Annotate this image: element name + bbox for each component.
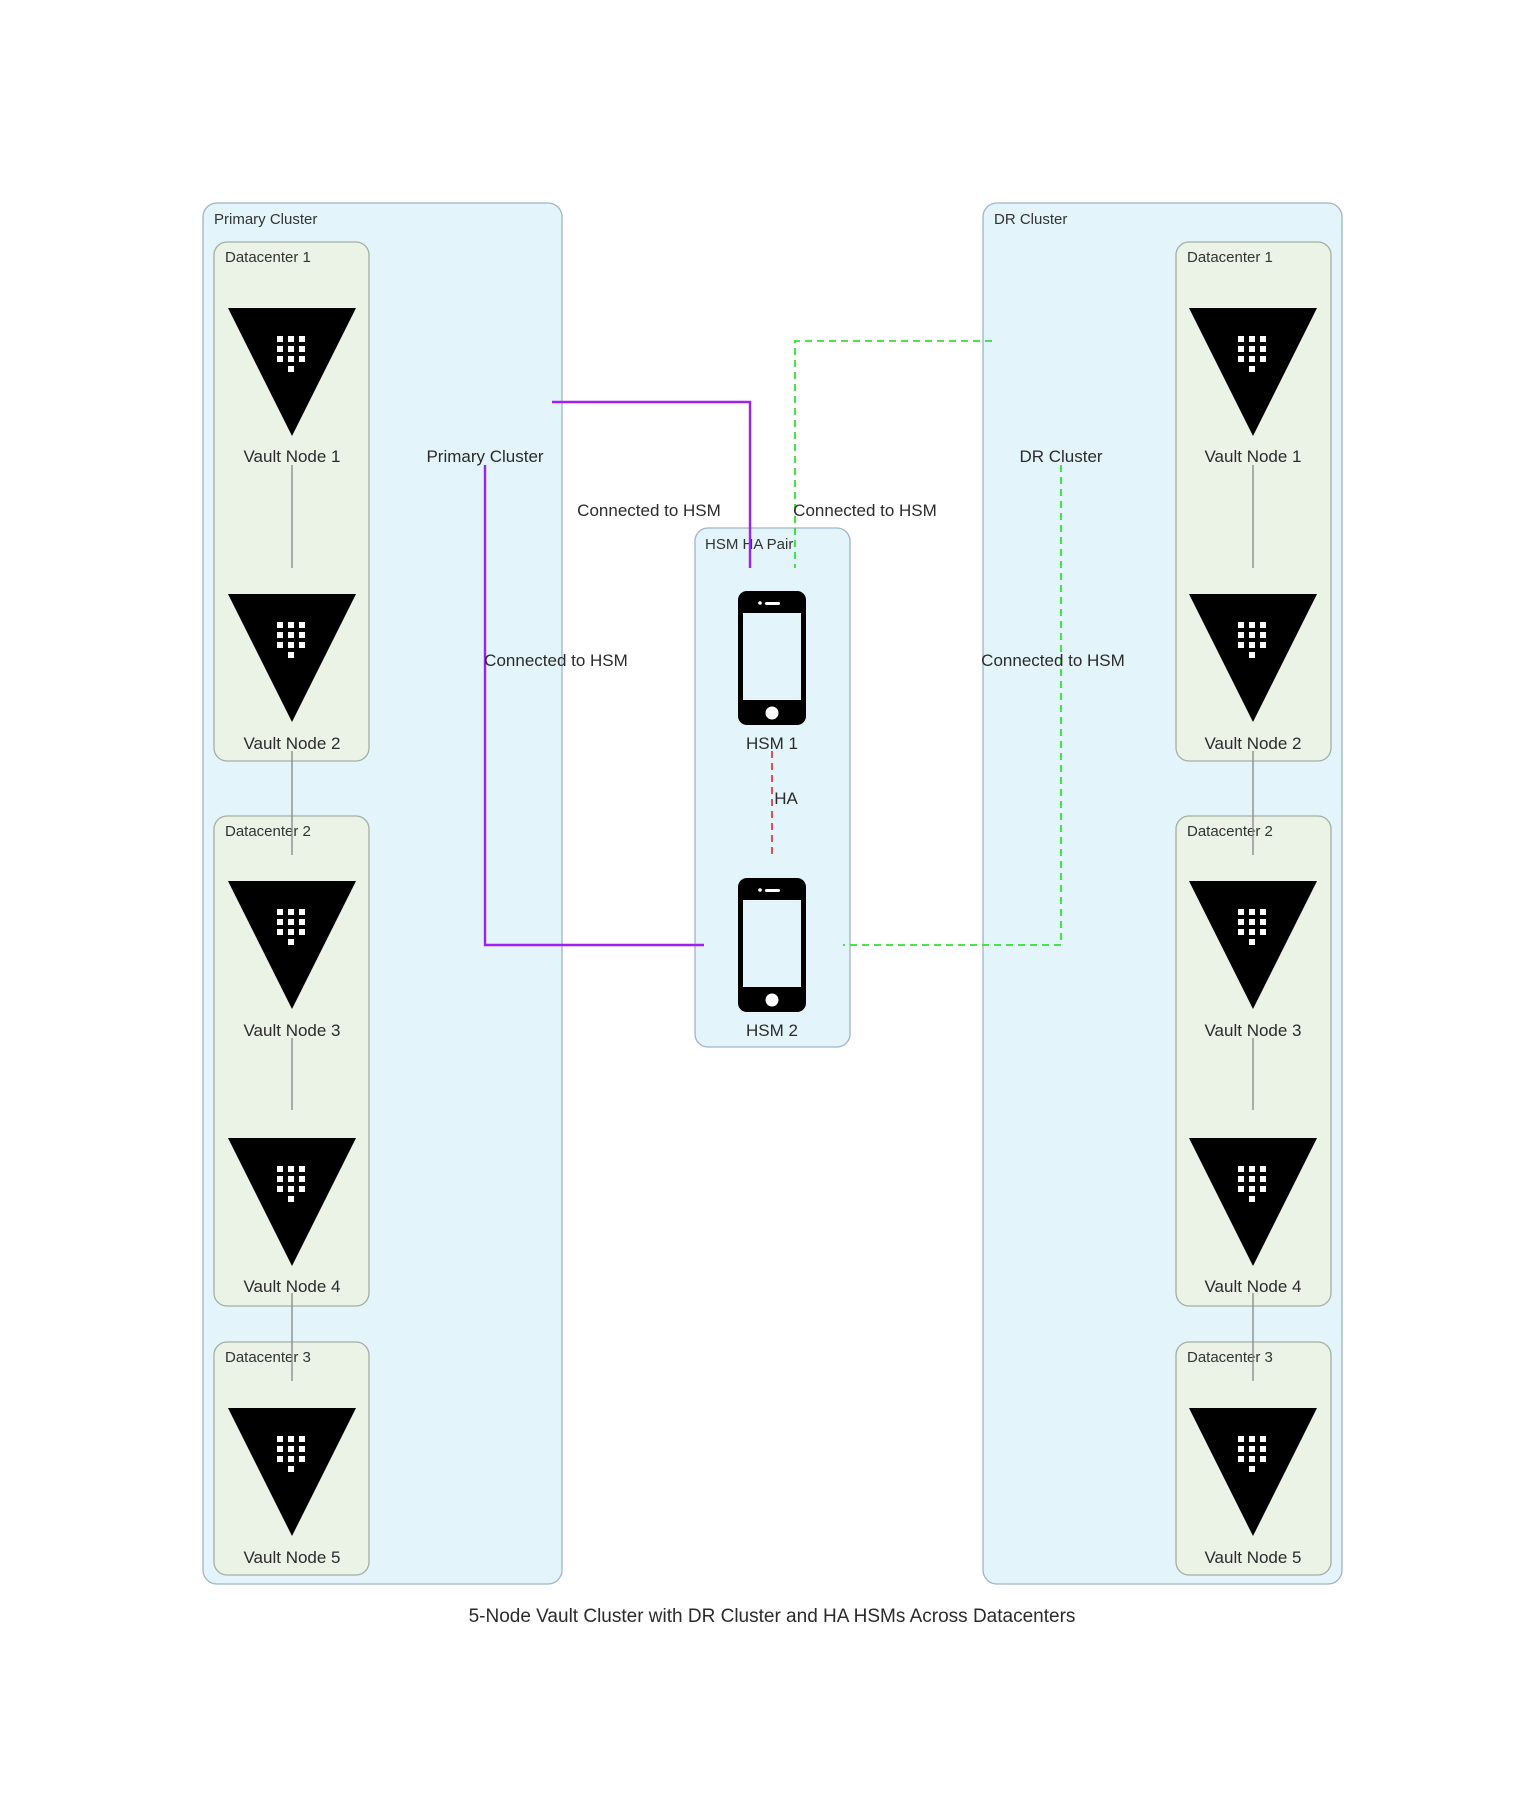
dr-datacenter-1-label: Datacenter 1 [1187, 249, 1273, 266]
hsm-connection-links [483, 340, 1062, 947]
dr-cluster-node-label[interactable]: DR Cluster [1019, 447, 1102, 466]
dr-vault-node-4[interactable]: Vault Node 4 [1189, 1138, 1317, 1296]
dr-vault-node-4-label: Vault Node 4 [1204, 1277, 1301, 1296]
hsm-node-2-label: HSM 2 [746, 1021, 798, 1040]
dr-vault-node-2-label: Vault Node 2 [1204, 734, 1301, 753]
primary-vault-node-4-label: Vault Node 4 [243, 1277, 340, 1296]
dr-hsm1-link [794, 340, 992, 568]
primary-datacenter-1-label: Datacenter 1 [225, 249, 311, 266]
primary-vault-node-2-label: Vault Node 2 [243, 734, 340, 753]
primary-vault-nodes: Vault Node 1 Vault Node 2 Vault Node 3 V… [228, 308, 356, 1567]
primary-hsm2-link [483, 465, 704, 947]
primary-cluster-title: Primary Cluster [214, 211, 317, 228]
primary-hsm1-link [552, 400, 752, 568]
diagram-caption: 5-Node Vault Cluster with DR Cluster and… [469, 1606, 1076, 1627]
primary-vault-node-2[interactable]: Vault Node 2 [228, 594, 356, 753]
dr-vault-nodes: Vault Node 1 Vault Node 2 Vault Node 3 V… [1189, 308, 1317, 1567]
dr-vault-node-1[interactable]: Vault Node 1 [1189, 308, 1317, 466]
dr-vault-node-5[interactable]: Vault Node 5 [1189, 1408, 1317, 1567]
primary-vault-node-5[interactable]: Vault Node 5 [228, 1408, 356, 1567]
primary-datacenter-2-label: Datacenter 2 [225, 823, 311, 840]
edge-labels: Connected to HSM Connected to HSM Connec… [484, 501, 1125, 808]
dr-vault-node-5-label: Vault Node 5 [1204, 1548, 1301, 1567]
primary-vault-node-3-label: Vault Node 3 [243, 1021, 340, 1040]
smartphone-icon [738, 591, 806, 725]
vault-node-links [291, 465, 1254, 1381]
smartphone-icon [738, 878, 806, 1012]
primary-hsm2-edge-label: Connected to HSM [484, 651, 628, 670]
primary-vault-node-4[interactable]: Vault Node 4 [228, 1138, 356, 1296]
primary-vault-node-1-label: Vault Node 1 [243, 447, 340, 466]
hsm-node-2[interactable]: HSM 2 [738, 878, 806, 1040]
primary-vault-node-1[interactable]: Vault Node 1 [228, 308, 356, 466]
dr-hsm1-edge-label: Connected to HSM [793, 501, 937, 520]
primary-cluster-node-label[interactable]: Primary Cluster [426, 447, 543, 466]
dr-vault-node-2[interactable]: Vault Node 2 [1189, 594, 1317, 753]
hsm-node-1-label: HSM 1 [746, 734, 798, 753]
dr-cluster-title: DR Cluster [994, 211, 1067, 228]
dr-hsm2-edge-label: Connected to HSM [981, 651, 1125, 670]
dr-datacenter-3-label: Datacenter 3 [1187, 1349, 1273, 1366]
dr-vault-node-3[interactable]: Vault Node 3 [1189, 881, 1317, 1040]
primary-datacenter-3-label: Datacenter 3 [225, 1349, 311, 1366]
primary-vault-node-3[interactable]: Vault Node 3 [228, 881, 356, 1040]
dr-vault-node-3-label: Vault Node 3 [1204, 1021, 1301, 1040]
dr-vault-node-1-label: Vault Node 1 [1204, 447, 1301, 466]
dr-hsm2-link [843, 465, 1062, 946]
hsm-node-1[interactable]: HSM 1 [738, 591, 806, 753]
primary-hsm1-edge-label: Connected to HSM [577, 501, 721, 520]
hsm-nodes: HSM 1 HSM 2 [738, 591, 806, 1040]
primary-vault-node-5-label: Vault Node 5 [243, 1548, 340, 1567]
ha-edge-label: HA [774, 789, 798, 808]
dr-datacenter-2-label: Datacenter 2 [1187, 823, 1273, 840]
